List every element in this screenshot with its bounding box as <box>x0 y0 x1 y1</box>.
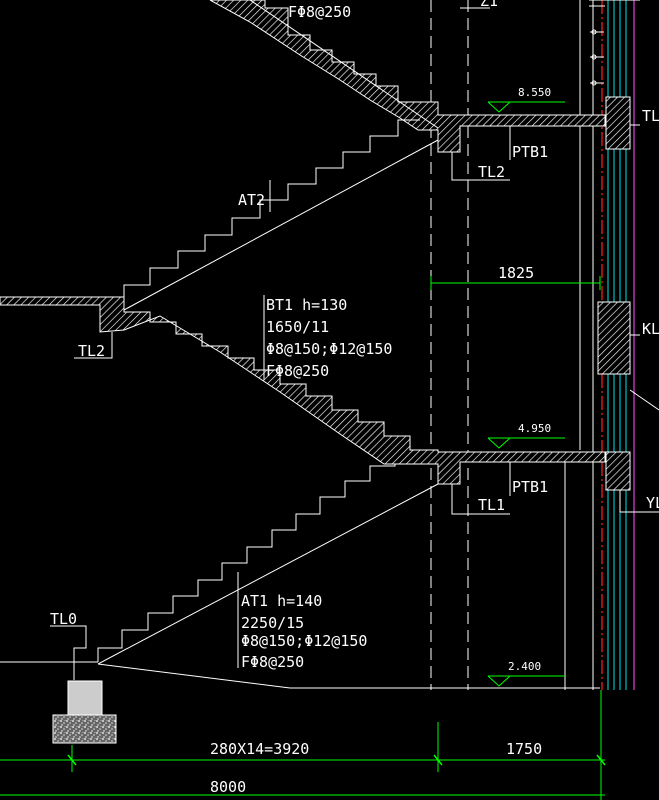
at1-label-line3: Φ8@150;Φ12@150 <box>241 632 367 650</box>
yl-edge-label: YL <box>646 494 659 512</box>
top-rebar-label: FΦ8@250 <box>288 3 351 21</box>
tl1-label: TL1 <box>478 496 505 514</box>
at2-label: AT2 <box>238 191 265 209</box>
top-partial-label: Z1 <box>480 0 498 10</box>
bt1-flight-hatch <box>0 296 606 485</box>
bt1-label-line1: BT1 h=130 <box>266 296 347 314</box>
tl2-upper-label: TL2 <box>478 163 505 181</box>
at1-flight-lines <box>0 463 600 689</box>
dimension-1825 <box>430 276 601 290</box>
ptb-upper-label: PTB1 <box>512 143 548 161</box>
tl-edge-label: TL <box>642 107 659 125</box>
footing-base <box>52 714 117 744</box>
bt1-label-line3: Φ8@150;Φ12@150 <box>266 340 392 358</box>
kl-edge-label: KL <box>642 320 659 338</box>
level-marker-2400 <box>487 675 565 687</box>
level-marker-4950 <box>487 437 565 449</box>
at1-label-line4: FΦ8@250 <box>241 653 304 671</box>
tl2-lower-label: TL2 <box>78 342 105 360</box>
tl0-label: TL0 <box>50 610 77 628</box>
at1-label-line2: 2250/15 <box>241 614 304 632</box>
bt1-label-line4: FΦ8@250 <box>266 362 329 380</box>
level-marker-8550 <box>487 101 565 113</box>
dimension-1825-text: 1825 <box>498 264 534 282</box>
at1-label-line1: AT1 h=140 <box>241 592 322 610</box>
level-2400-text: 2.400 <box>508 660 541 673</box>
dimension-1750-text: 1750 <box>506 740 542 758</box>
level-8550-text: 8.550 <box>518 86 551 99</box>
at2-flight-lines <box>123 119 439 311</box>
dimension-steps-text: 280X14=3920 <box>210 740 309 758</box>
right-wall <box>579 0 659 690</box>
ptb-lower-label: PTB1 <box>512 478 548 496</box>
dimension-total-text: 8000 <box>210 778 246 796</box>
bt1-label-line2: 1650/11 <box>266 318 329 336</box>
bottom-dimensions <box>0 690 606 800</box>
level-4950-text: 4.950 <box>518 422 551 435</box>
footing-column <box>67 680 103 716</box>
upper-flight-hatch <box>209 0 606 153</box>
